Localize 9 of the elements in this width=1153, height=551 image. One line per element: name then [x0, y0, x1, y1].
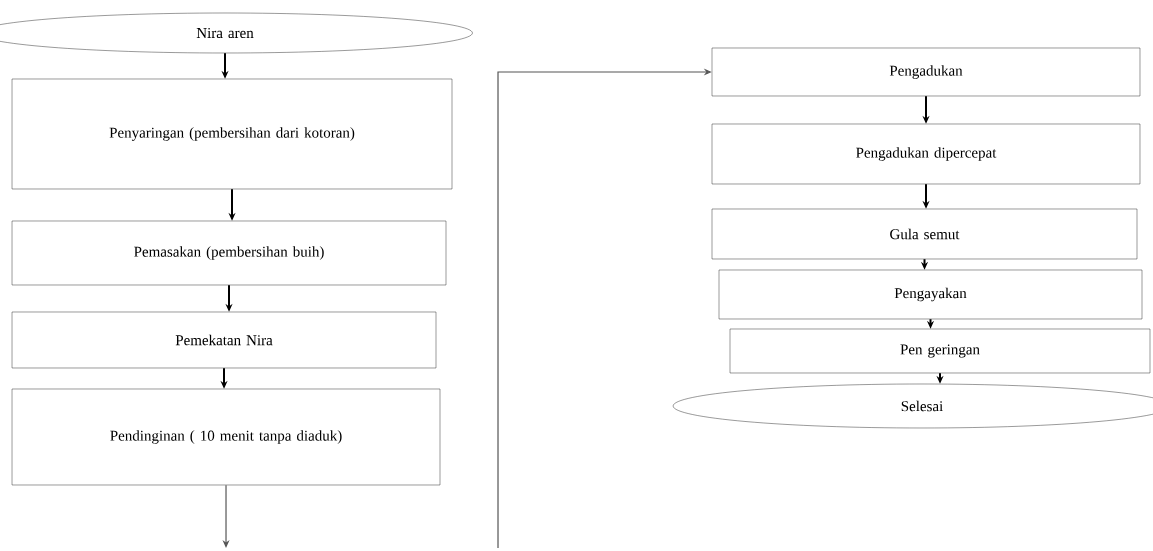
process-box: Pen geringan — [729, 328, 1151, 374]
process-box: Pengadukan — [711, 47, 1141, 97]
process-box: Gula semut — [711, 208, 1138, 260]
process-box: Pemasakan (pembersihan buih) — [11, 220, 447, 286]
process-box: Pengadukan dipercepat — [711, 123, 1141, 185]
process-box: Pengayakan — [718, 269, 1143, 320]
process-box: Penyaringan (pembersihan dari kotoran) — [11, 78, 453, 190]
process-box: Pemekatan Nira — [11, 311, 437, 369]
process-box: Pendinginan ( 10 menit tanpa diaduk) — [11, 388, 441, 486]
